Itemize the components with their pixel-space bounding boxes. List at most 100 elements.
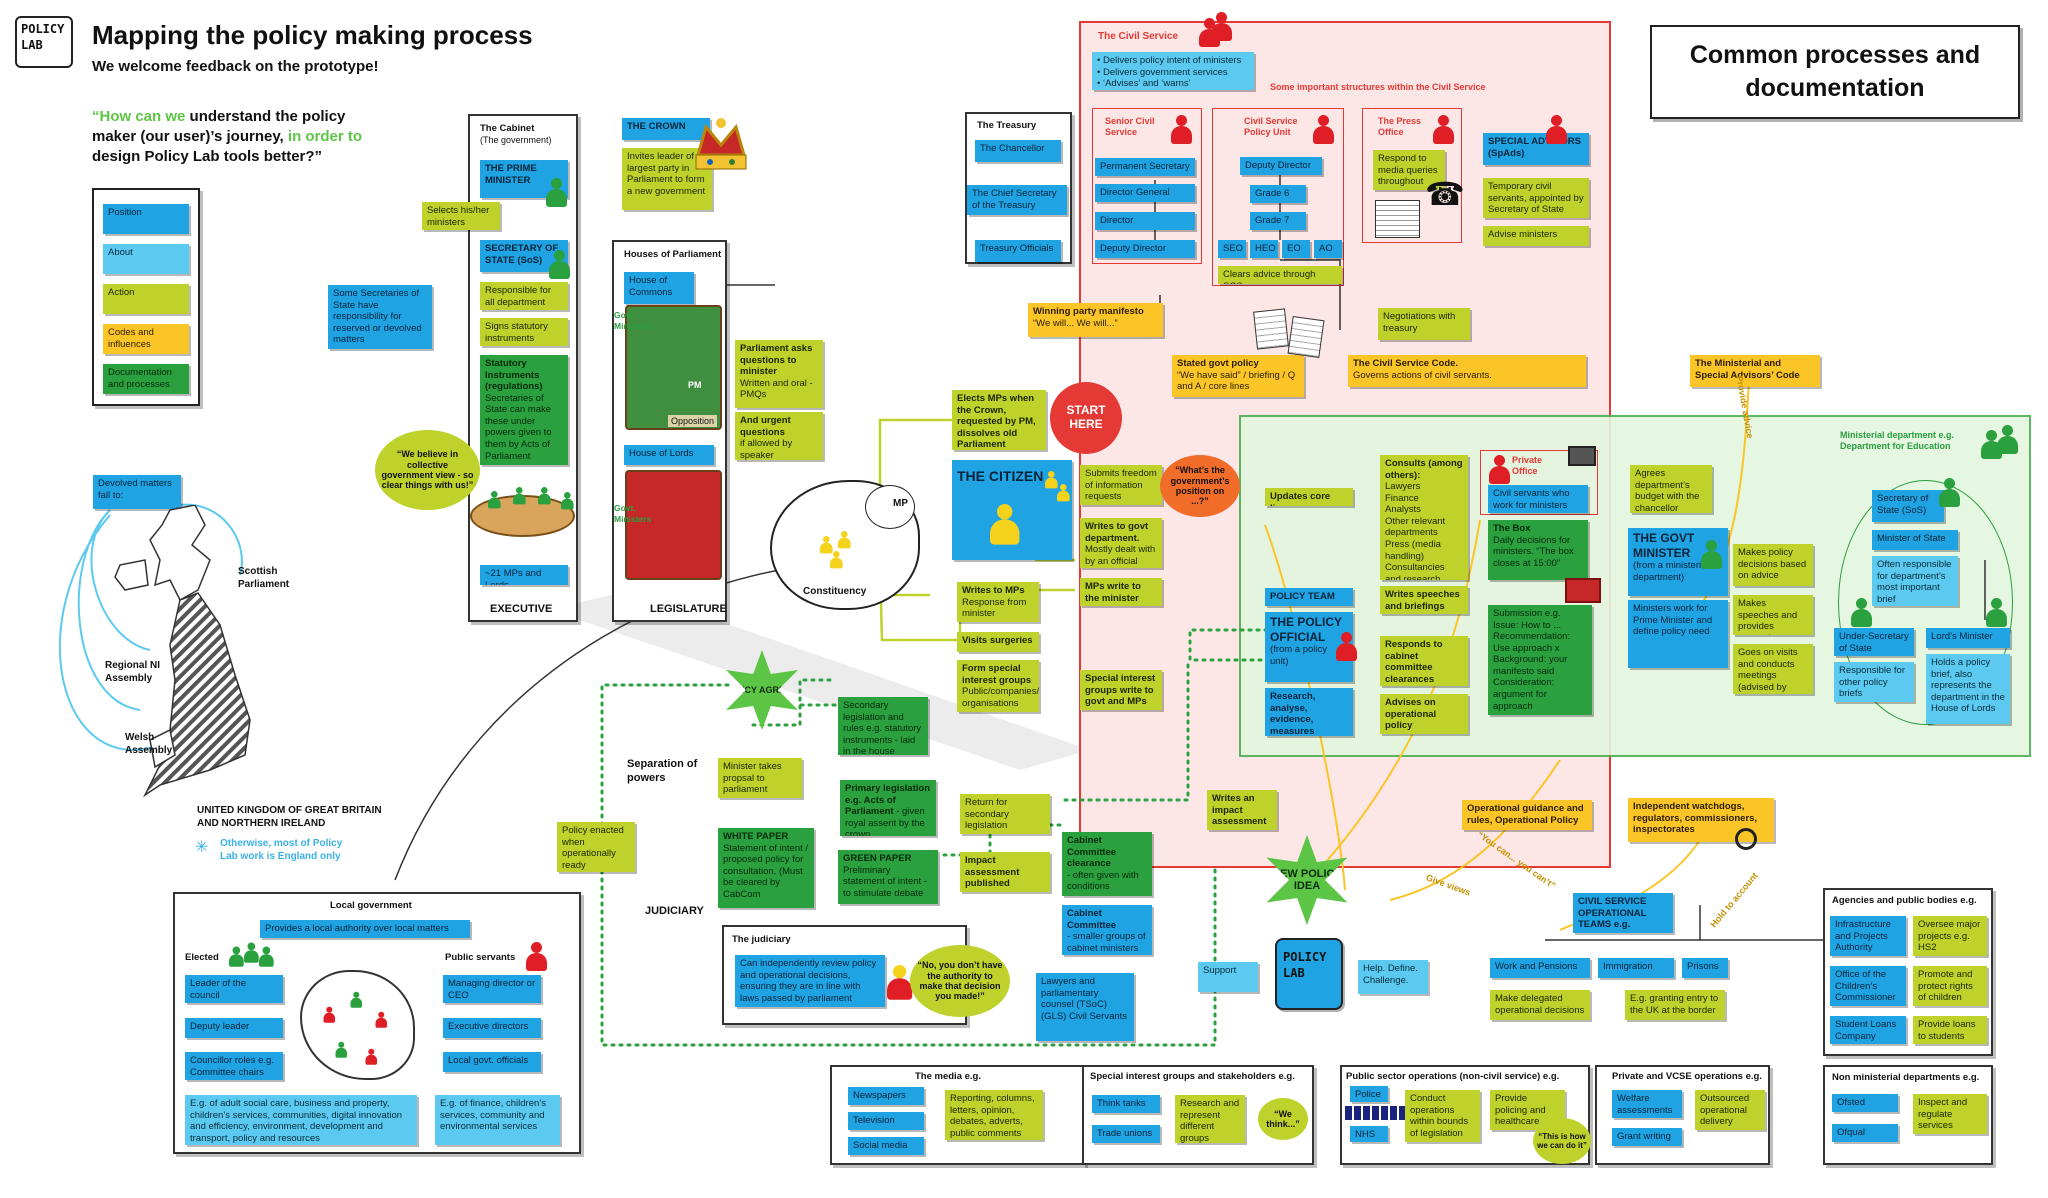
white-paper-body: Statement of intent / proposed policy fo… xyxy=(723,842,809,900)
si-title: Statutory Instruments (regulations) xyxy=(485,358,543,393)
question-part-a: “How can we xyxy=(92,108,186,125)
lab-help: Help. Define. Challenge. xyxy=(1358,960,1428,994)
legend-about: About xyxy=(103,244,189,274)
govt-minister-note: (from a ministerial department) xyxy=(1633,560,1709,583)
box-body: Daily decisions for ministers. “The box … xyxy=(1493,534,1574,569)
responds-cabinet: Responds to cabinet committee clearances xyxy=(1380,636,1468,686)
stated-body: “We have said” / briefing / Q and A / co… xyxy=(1177,369,1296,393)
special-advisors: SPECIAL ADVISORS (SpAds) xyxy=(1483,133,1589,165)
cs-operational-teams: CIVIL SERVICE OPERATIONAL TEAMS e.g. xyxy=(1573,893,1673,933)
winning-manifesto: Winning party manifesto“We will... We wi… xyxy=(1028,303,1163,337)
judge-icon xyxy=(886,965,913,1001)
manifesto-title: Winning party manifesto xyxy=(1033,306,1144,317)
legend-position: Position xyxy=(103,204,189,234)
cs-policy-unit: Civil Service Policy Unit xyxy=(1244,116,1298,138)
policy-unit-icon xyxy=(1312,115,1334,145)
manifesto-quote: “We will... We will...” xyxy=(1033,317,1118,329)
private-title: Private and VCSE operations e.g. xyxy=(1612,1071,1762,1082)
public-examples: E.g. of finance, children’s services, co… xyxy=(435,1095,560,1145)
treasury-title: The Treasury xyxy=(977,120,1037,131)
lords-chamber-icon xyxy=(625,470,722,580)
signs-statutory: Signs statutory instruments xyxy=(480,318,568,346)
area-icon xyxy=(350,991,363,1009)
citizen-icon xyxy=(989,504,1020,546)
outsourced-delivery: Outsourced operational delivery xyxy=(1695,1090,1765,1130)
elected-icon xyxy=(258,946,274,968)
managing-director: Managing director or CEO xyxy=(443,975,541,1003)
trade-unions: Trade unions xyxy=(1092,1125,1160,1143)
negotiations-treasury: Negotiations with treasury xyxy=(1378,308,1470,340)
media-note: Reporting, columns, letters, opinion, de… xyxy=(945,1090,1043,1140)
question-part-d: design Policy Lab tools better?” xyxy=(92,147,323,165)
advises-operational: Advises on operational policy xyxy=(1380,694,1468,734)
question-part-b: understand the policy maker (our user)’s… xyxy=(92,108,346,145)
press-office-box xyxy=(1362,108,1462,243)
grade-seo: SEO xyxy=(1218,240,1246,258)
pm-person-icon xyxy=(545,178,567,208)
public-sector-bubble: “This is how we can do it” xyxy=(1533,1118,1591,1164)
legend-action: Action xyxy=(103,284,189,314)
agency-ipa-note: Oversee major projects e.g. HS2 xyxy=(1913,916,1987,956)
press-office: The Press Office xyxy=(1378,116,1422,138)
watchdogs: Independent watchdogs, regulators, commi… xyxy=(1628,798,1774,842)
director-general: Director General xyxy=(1095,184,1195,202)
research-question: “How can we understand the policy maker … xyxy=(92,107,382,167)
non-min-title: Non ministerial departments e.g. xyxy=(1832,1072,1980,1083)
public-servants-label: Public servants xyxy=(445,952,516,963)
mp-label: MP xyxy=(893,498,908,509)
primary-title: Primary legislation e.g. Acts of Parliam… xyxy=(845,783,931,818)
local-gov-title: Local government xyxy=(330,900,412,911)
secondary-legislation: Secondary legislation and rules e.g. sta… xyxy=(838,697,928,755)
submits-foi: Submits freedom of information requests xyxy=(1080,465,1162,505)
stated-title: Stated govt policy xyxy=(1177,358,1259,369)
writes-dept-title: Writes to govt department. xyxy=(1085,521,1149,544)
cab-clear-body: - often given with conditions xyxy=(1067,869,1139,893)
document-icon xyxy=(1253,308,1289,350)
under-secretary-note: Responsible for other policy briefs xyxy=(1834,662,1914,702)
judiciary-title: The judiciary xyxy=(732,934,791,945)
executive-label: EXECUTIVE xyxy=(490,603,553,615)
elected-label: Elected xyxy=(185,952,219,963)
makes-decisions: Makes policy decisions based on advice xyxy=(1733,544,1813,586)
grade-eo: EO xyxy=(1282,240,1310,258)
question-part-c: in order to xyxy=(283,127,363,145)
primary-note: - given royal assent by the crown xyxy=(845,806,925,836)
civil-service-duties: • Delivers policy intent of ministers • … xyxy=(1092,52,1254,90)
uk-map xyxy=(114,505,251,798)
writes-dept: Writes to govt department.Mostly dealt w… xyxy=(1080,518,1162,568)
ministers-work: Ministers work for Prime Minister and de… xyxy=(1628,600,1728,668)
cabinet-minister-icon xyxy=(560,492,574,510)
stated-govt-policy: Stated govt policy“We have said” / brief… xyxy=(1172,355,1304,397)
senior-cs-icon xyxy=(1170,115,1192,145)
judiciary-label: JUDICIARY xyxy=(645,905,704,917)
agrees-budget: Agrees department’s budget with the chan… xyxy=(1630,465,1712,513)
chief-secretary: The Chief Secretary of the Treasury xyxy=(967,185,1067,215)
area-icon xyxy=(365,1048,378,1066)
judiciary-speech-bubble: “No, you don’t have the authority to mak… xyxy=(910,945,1010,1017)
under-secretary-icon xyxy=(1850,598,1872,628)
elected-icon xyxy=(243,942,259,964)
councillor-roles: Councillor roles e.g. Committee chairs xyxy=(185,1052,283,1080)
public-servant-icon xyxy=(525,942,547,972)
spads-icon xyxy=(1545,115,1567,145)
writes-speeches: Writes speeches and briefings xyxy=(1380,586,1468,614)
magnifier-icon xyxy=(1735,828,1757,850)
local-authority: Provides a local authority over local ma… xyxy=(260,920,470,938)
private-office-cs: Civil servants who work for ministers xyxy=(1488,485,1588,513)
common-processes-title: Common processes and documentation xyxy=(1650,25,2020,119)
agency-loans-note: Provide loans to students xyxy=(1913,1016,1987,1044)
writes-mps-title: Writes to MPs xyxy=(962,585,1025,596)
cabinet-minister-icon xyxy=(512,487,526,505)
judiciary-review: Can independently review policy and oper… xyxy=(735,955,885,1007)
grade-heo: HEO xyxy=(1250,240,1278,258)
policy-official-note: (from a policy unit) xyxy=(1270,644,1328,667)
treasury-officials: Treasury Officials xyxy=(975,240,1061,262)
private-office-title: Private Office xyxy=(1512,455,1543,477)
ministerial-dept-icon xyxy=(1996,425,2018,455)
cabinet-minister-icon xyxy=(537,487,551,505)
green-paper-body: Preliminary statement of intent - to sti… xyxy=(843,864,927,899)
white-paper-title: WHITE PAPER xyxy=(723,831,789,842)
agency-children-commissioner: Office of the Children’s Commissioner xyxy=(1830,966,1906,1006)
min-secretary-of-state: Secretary of State (SoS) xyxy=(1872,490,1944,522)
